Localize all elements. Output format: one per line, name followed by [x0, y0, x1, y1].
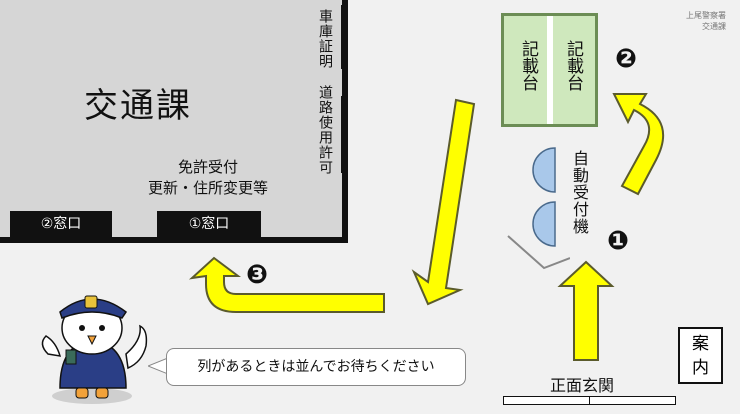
- entrance-door-right: [589, 396, 676, 405]
- arrow-desks-down: [411, 98, 476, 306]
- kiosk-label: 自動受付機: [570, 150, 589, 235]
- info-label-top: 案: [692, 334, 709, 354]
- step-3-marker: ❸: [245, 260, 268, 290]
- kiosk-machines: [507, 147, 570, 270]
- arrow-to-window: [188, 256, 385, 313]
- department-title: 交通課: [84, 86, 192, 126]
- office-wall-segment-top: [341, 5, 348, 69]
- information-desk: 案 内: [678, 327, 723, 384]
- traffic-office-area: [0, 0, 348, 243]
- services-line1: 免許受付: [177, 158, 238, 176]
- kiosk-barrier: [507, 235, 570, 270]
- speech-bubble-tail: [148, 357, 168, 375]
- header-note: 上尾警察署 交通課: [646, 10, 726, 32]
- garage-certificate-label: 車庫証明: [317, 9, 333, 69]
- entrance-door-left: [503, 396, 590, 405]
- services-line2: 更新・住所変更等: [147, 179, 268, 197]
- kiosk-machine-bottom: [532, 201, 556, 247]
- step-1-marker: ❶: [606, 226, 629, 256]
- arrow-to-desks: [612, 93, 665, 196]
- entrance-label: 正面玄関: [550, 376, 615, 395]
- desk-left-label: 記載台: [518, 40, 538, 91]
- header-note-line2: 交通課: [702, 22, 726, 31]
- services-label: 免許受付 更新・住所変更等: [128, 157, 288, 199]
- office-wall-segment-mid: [341, 96, 348, 173]
- info-label-bottom: 内: [692, 358, 709, 378]
- speech-bubble: 列があるときは並んでお待ちください: [166, 348, 466, 386]
- header-note-line1: 上尾警察署: [686, 11, 726, 20]
- road-use-permit-label: 道路使用許可: [317, 85, 333, 175]
- desk-divider: [547, 16, 553, 124]
- window-2: ②窓口: [10, 211, 112, 237]
- arrow-entrance-up: [557, 260, 615, 361]
- desk-right-label: 記載台: [563, 40, 583, 91]
- kiosk-machine-top: [532, 147, 556, 193]
- window-1: ①窓口: [157, 211, 261, 237]
- police-mascot-illustration: [41, 295, 148, 404]
- step-2-marker: ❷: [614, 44, 637, 74]
